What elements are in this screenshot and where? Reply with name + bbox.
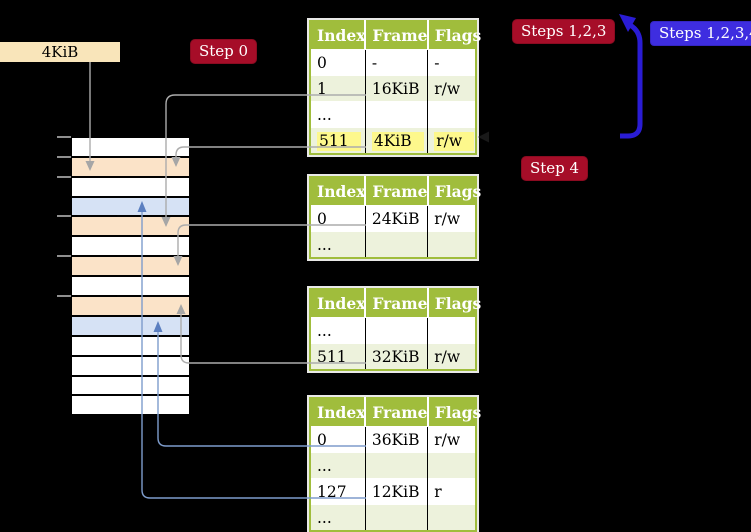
cell-flags [427,101,476,128]
cell-flags [427,504,476,531]
col-header-flags: Flags [426,289,481,318]
cell-flags: r/w [427,205,476,232]
cell-index: ... [310,231,366,258]
address-tick [57,255,71,257]
badge-step-4: Step 4 [521,156,589,181]
col-header-index: Index [310,21,365,50]
memory-row-3 [71,197,190,216]
address-tick [57,215,71,217]
page-table-level-4: Index Frame Flags 0 36KiB r/w ... 127 12… [309,397,481,532]
cell-index: 511 [317,132,361,151]
memory-row-4 [71,216,190,236]
badge-steps-1-2-3-4: Steps 1,2,3,4 [650,21,751,46]
badge-step-0-label: Step 0 [199,42,249,60]
cell-frame [364,504,428,531]
cell-frame [364,101,428,128]
steps-flow-arrow [620,22,643,139]
table-row: 127 12KiB r [310,478,476,505]
table-row: ... [310,317,476,344]
cell-flags [427,452,476,479]
page-table-level-3: Index Frame Flags ... 511 32KiB r/w [309,288,481,371]
cell-frame: 12KiB [364,478,428,505]
table-row: ... [310,101,476,128]
col-header-index: Index [310,177,365,206]
address-tick [57,156,71,158]
memory-row-6 [71,256,190,276]
steps-flow-arrowhead [619,14,636,32]
cell-flags: - [427,49,476,76]
table-row: ... [310,504,476,531]
cell-frame [364,231,428,258]
col-header-index: Index [310,398,365,427]
address-tick [57,295,71,297]
col-header-flags: Flags [426,177,481,206]
col-header-flags: Flags [426,398,481,427]
badge-step-4-label: Step 4 [530,159,580,177]
col-header-flags: Flags [426,21,481,50]
table-row: 0 24KiB r/w [310,205,476,232]
cell-flags [427,231,476,258]
cell-index: ... [310,452,366,479]
col-header-frame: Frame [364,177,428,206]
memory-row-8 [71,296,190,316]
cell-index: ... [310,504,366,531]
page-table-level-1: Index Frame Flags 0 - - 1 16KiB r/w ... … [309,20,481,155]
badge-step-0: Step 0 [190,39,258,64]
badge-steps-1-2-3: Steps 1,2,3 [512,19,616,44]
cell-index: 511 [310,343,366,370]
cell-flags: r/w [427,426,476,453]
frame-size-label: 4KiB [41,43,79,61]
cell-index: 127 [310,478,366,505]
table-row: 0 - - [310,49,476,76]
cell-index: ... [310,317,366,344]
cell-frame [364,452,428,479]
cell-frame: 36KiB [364,426,428,453]
cell-flags: r/w [427,343,476,370]
cell-index: 0 [310,426,366,453]
cell-index: 0 [310,49,366,76]
cell-index: 0 [310,205,366,232]
cell-frame: 16KiB [364,75,428,102]
cell-flags: r/w [427,75,476,102]
col-header-index: Index [310,289,365,318]
memory-row-1 [71,157,190,177]
cell-frame: 24KiB [364,205,428,232]
memory-row-10 [71,336,190,356]
badge-steps-1-2-3-label: Steps 1,2,3 [521,22,607,40]
cell-frame [364,317,428,344]
col-header-frame: Frame [364,289,428,318]
entry511-pointer-tip [478,131,489,143]
cell-frame: - [364,49,428,76]
cell-flags: r/w [434,132,475,151]
address-tick [57,136,71,138]
memory-row-12 [71,376,190,395]
memory-row-13 [71,395,190,415]
memory-row-11 [71,356,190,376]
table-row: ... [310,231,476,258]
cell-index: 1 [310,75,366,102]
memory-row-0 [71,137,190,157]
col-header-frame: Frame [364,21,428,50]
table-row: ... [310,452,476,479]
badge-steps-1-2-3-4-label: Steps 1,2,3,4 [659,24,751,42]
memory-row-9 [71,316,190,336]
table-row-highlighted: 511 4KiB r/w [310,127,476,154]
cell-flags: r [427,478,476,505]
cell-flags [427,317,476,344]
table-row: 0 36KiB r/w [310,426,476,453]
cell-index: ... [310,101,366,128]
memory-row-2 [71,177,190,197]
frame-size-box: 4KiB [0,42,120,62]
cell-frame: 32KiB [364,343,428,370]
address-tick [57,176,71,178]
page-table-level-2: Index Frame Flags 0 24KiB r/w ... [309,176,481,259]
memory-row-5 [71,236,190,256]
col-header-frame: Frame [364,398,428,427]
table-row: 1 16KiB r/w [310,75,476,102]
cell-frame: 4KiB [371,132,424,151]
table-row: 511 32KiB r/w [310,343,476,370]
memory-row-7 [71,276,190,296]
